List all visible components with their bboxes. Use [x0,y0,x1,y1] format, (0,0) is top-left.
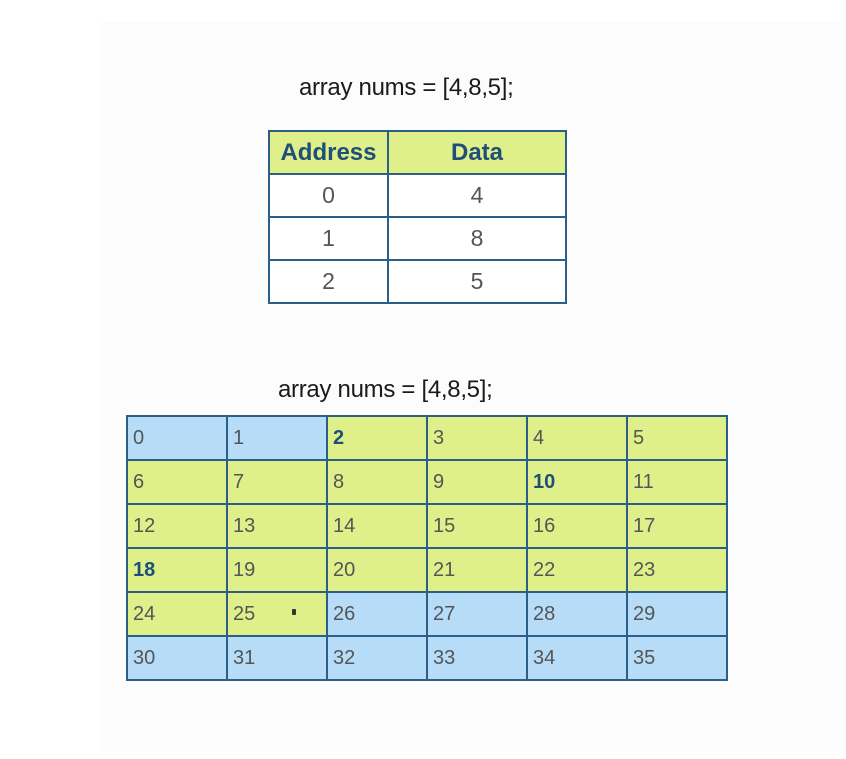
data-cell: 4 [387,173,567,218]
memory-cell: 25 [226,591,328,637]
memory-cell: 2 [326,415,428,461]
memory-cell: 34 [526,635,628,681]
memory-cell: 32 [326,635,428,681]
memory-cell: 0 [126,415,228,461]
memory-cell: 19 [226,547,328,593]
data-header: Data [387,130,567,175]
data-cell: 8 [387,216,567,261]
memory-cell: 6 [126,459,228,505]
address-data-table: Address Data 0 4 1 8 2 5 [268,130,567,304]
memory-cell: 23 [626,547,728,593]
memory-cell: 21 [426,547,528,593]
table-row: 0 4 [268,173,567,218]
table-row: 1 8 [268,216,567,261]
memory-cell: 9 [426,459,528,505]
table-header-row: Address Data [268,130,567,175]
memory-cell: 10 [526,459,628,505]
memory-cell: 18 [126,547,228,593]
memory-cell: 16 [526,503,628,549]
memory-cell: 15 [426,503,528,549]
table-row: 2 5 [268,259,567,304]
array-title-bottom: array nums = [4,8,5]; [278,376,493,403]
address-header: Address [268,130,389,175]
memory-cell: 33 [426,635,528,681]
memory-cell: 17 [626,503,728,549]
memory-cell: 27 [426,591,528,637]
memory-cell: 4 [526,415,628,461]
memory-cell: 20 [326,547,428,593]
address-cell: 1 [268,216,389,261]
address-cell: 0 [268,173,389,218]
memory-cell: 3 [426,415,528,461]
memory-cell: 35 [626,635,728,681]
memory-cell: 22 [526,547,628,593]
memory-cell: 12 [126,503,228,549]
mouse-cursor-icon [292,609,296,615]
memory-cell: 29 [626,591,728,637]
memory-cell: 11 [626,459,728,505]
memory-cell: 1 [226,415,328,461]
memory-cell: 31 [226,635,328,681]
data-cell: 5 [387,259,567,304]
memory-cell: 5 [626,415,728,461]
array-title-top: array nums = [4,8,5]; [299,74,514,101]
memory-cell: 24 [126,591,228,637]
memory-cell: 7 [226,459,328,505]
address-cell: 2 [268,259,389,304]
memory-cell: 8 [326,459,428,505]
memory-cell: 13 [226,503,328,549]
memory-cell: 30 [126,635,228,681]
memory-cell: 26 [326,591,428,637]
memory-cell: 28 [526,591,628,637]
memory-cell: 14 [326,503,428,549]
